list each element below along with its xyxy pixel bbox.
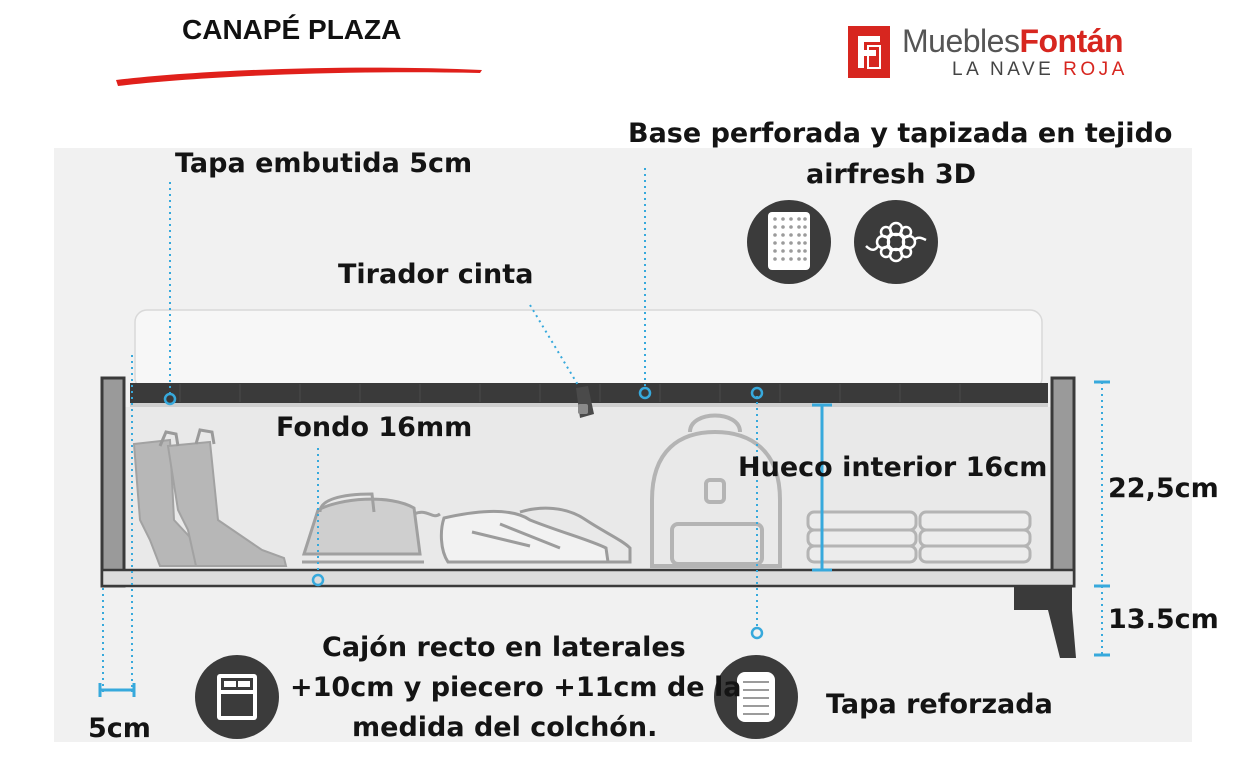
label-cajon-line1: Cajón recto en laterales xyxy=(322,632,686,663)
left-side-panel xyxy=(100,376,126,588)
label-altura-total: 22,5cm xyxy=(1108,473,1219,504)
logo-mark xyxy=(848,26,890,78)
right-side-panel xyxy=(1050,376,1076,588)
reinforced-lid-icon xyxy=(714,655,798,739)
sneakers-drawing xyxy=(439,506,632,564)
label-hueco: Hueco interior 16cm xyxy=(738,452,1048,483)
label-tapa-embutida: Tapa embutida 5cm xyxy=(175,148,473,179)
label-altura-pata: 13.5cm xyxy=(1108,604,1219,635)
boots-drawing xyxy=(132,428,288,567)
bed-drawer-icon xyxy=(195,655,279,739)
label-fondo: Fondo 16mm xyxy=(276,412,473,443)
marker-fondo xyxy=(311,573,325,587)
label-base-line2: airfresh 3D xyxy=(806,159,977,190)
brand-name: MueblesFontán xyxy=(902,23,1124,59)
perforated-panel-icon xyxy=(747,200,831,284)
marker-base-perforada xyxy=(638,386,652,400)
marker-tapa-reforzada xyxy=(750,626,764,640)
label-tapa-reforzada: Tapa reforzada xyxy=(826,689,1053,720)
brand-logo: MueblesFontán LA NAVE ROJA xyxy=(848,23,1168,80)
page-title: CANAPÉ PLAZA xyxy=(182,14,402,45)
airflow-fabric-icon xyxy=(854,200,938,284)
label-cajon-line3: medida del colchón. xyxy=(352,712,658,743)
label-base-line1: Base perforada y tapizada en tejido xyxy=(628,118,1173,149)
backpack-drawing xyxy=(650,413,782,568)
mattress xyxy=(134,309,1043,391)
brand-tagline: LA NAVE ROJA xyxy=(952,59,1128,80)
bottom-board xyxy=(100,568,1076,588)
label-cajon-line2: +10cm y piecero +11cm de la xyxy=(290,672,742,703)
label-tirador: Tirador cinta xyxy=(338,259,534,290)
marker-tapa-embutida xyxy=(163,392,177,406)
leg-block xyxy=(1014,586,1072,610)
iron-drawing xyxy=(301,492,441,564)
title-underline xyxy=(116,67,482,86)
towels-drawing xyxy=(806,510,1032,564)
leg xyxy=(1048,610,1076,658)
label-ancho-lateral: 5cm xyxy=(88,713,151,744)
marker-hueco-top xyxy=(750,386,764,400)
